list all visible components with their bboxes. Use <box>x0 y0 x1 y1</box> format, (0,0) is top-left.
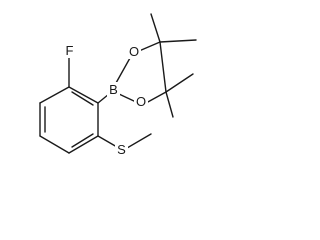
ring-bond-c4-c5 <box>68 135 99 154</box>
atom-label-fluorine: F <box>66 43 74 58</box>
methyl-bond-upper-b <box>159 39 197 43</box>
ring-bond-c6-c1 <box>68 86 99 104</box>
methyl-bond-lower-a <box>165 73 194 93</box>
ring-bond-c3-c4 <box>39 135 70 154</box>
methyl-bond-upper-a <box>150 13 161 43</box>
bond-c-s <box>97 135 118 148</box>
bond-o-upper-c <box>138 41 161 52</box>
bond-c-c-ring <box>159 41 167 93</box>
atom-oxygen-lower: O <box>134 94 148 109</box>
atom-fluorine: F <box>63 43 76 58</box>
bond-b-o-upper <box>115 57 131 84</box>
atom-label-sulfur: S <box>117 142 126 157</box>
atom-sulfur: S <box>115 142 128 157</box>
methyl-bond-lower-b <box>165 91 174 118</box>
bond-o-lower-c <box>145 91 167 104</box>
ring-double-bond-inner-top <box>71 91 94 106</box>
atom-oxygen-upper: O <box>127 44 141 59</box>
atom-label-oxygen-lower: O <box>136 94 146 109</box>
benzene-ring <box>39 86 99 154</box>
molecule-structure: F B O O S <box>39 13 197 157</box>
atom-label-boron: B <box>109 82 118 97</box>
atom-label-oxygen-upper: O <box>129 44 139 59</box>
bond-s-methyl <box>126 133 152 149</box>
bond-b-o-lower <box>118 93 137 103</box>
atom-boron: B <box>107 82 120 97</box>
ring-double-bond-inner-bottom <box>71 133 94 148</box>
dioxaborolane-ring <box>115 41 167 104</box>
ring-bond-c1-c2 <box>39 86 70 104</box>
